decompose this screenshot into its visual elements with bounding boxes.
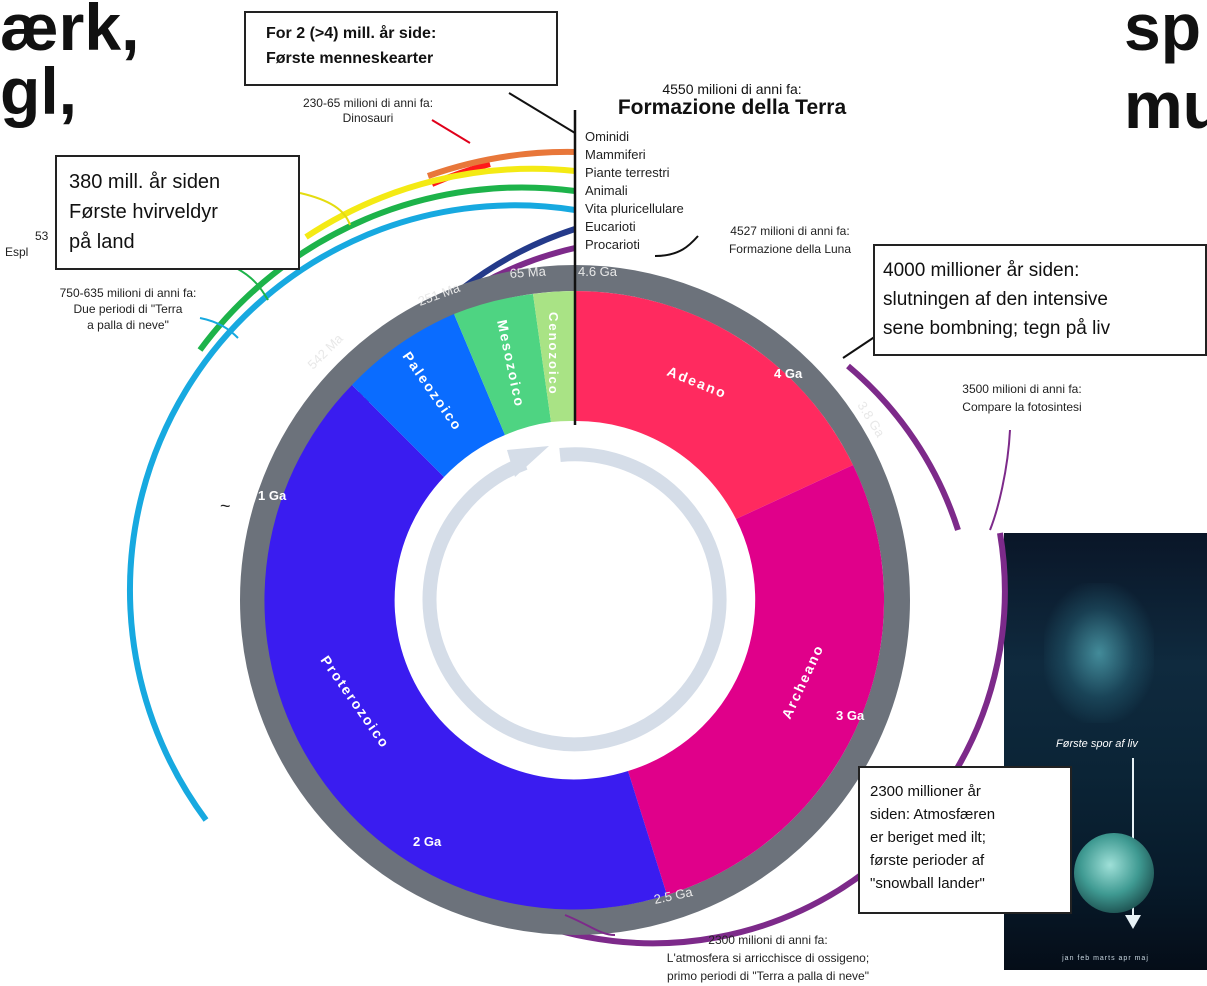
ga-2: 2 Ga — [413, 834, 442, 849]
callout-late-bombardment: 4000 millioner år siden: slutningen af d… — [873, 244, 1207, 356]
diagram-labels: 4550 milioni di anni fa: Formazione dell… — [5, 81, 1082, 983]
sector-archeano — [628, 465, 885, 895]
time-arrow-head — [507, 446, 549, 477]
callout-vertebrates-line1: 380 mill. år siden — [69, 171, 221, 193]
snowball-text-2: a palla di neve" — [87, 318, 169, 332]
cambrian-partial-1: 53 — [35, 229, 49, 243]
tick-4-6-ga: 4.6 Ga — [578, 264, 618, 279]
legend-item: Procarioti — [585, 237, 640, 252]
oxygen-text-2: primo periodi di "Terra a palla di neve" — [667, 969, 869, 983]
moon-text: Formazione della Luna — [729, 242, 851, 256]
arc-animali — [197, 184, 576, 352]
photo-label: Første spor af liv — [1056, 738, 1138, 750]
leader-snowball — [199, 317, 239, 339]
eon-cenozoico: Cenozoico — [546, 312, 561, 396]
leader-vertebrates — [299, 192, 351, 226]
callout-bombing-line2: slutningen af den intensive — [883, 289, 1108, 310]
legend-item: Piante terrestri — [585, 165, 670, 180]
arc-piante-terrestri — [304, 165, 576, 240]
legend-item: Ominidi — [585, 129, 629, 144]
leader-moon — [654, 235, 699, 257]
leader-dinosauri — [431, 119, 471, 144]
callout-vertebrates-line3: på land — [69, 231, 135, 253]
slide-title-right-line2: mu — [1124, 68, 1207, 142]
eon-sectors — [264, 291, 885, 910]
center-title: Formazione della Terra — [618, 96, 847, 119]
leader-humans — [508, 92, 576, 134]
tilde-mark: ~ — [220, 496, 231, 516]
snowball-text-1: Due periodi di "Terra — [74, 302, 183, 316]
leader-bombing — [842, 335, 877, 359]
photo-months: jan feb marts apr maj — [1062, 955, 1149, 962]
center-title-date: 4550 milioni di anni fa: — [662, 81, 801, 97]
ga-3: 3 Ga — [836, 708, 865, 723]
ga-labels: 4 Ga 3 Ga 2 Ga 1 Ga — [258, 366, 865, 849]
callout-oxygen-line5: "snowball lander" — [870, 875, 985, 892]
callout-oxygen-line2: siden: Atmosfæren — [870, 806, 996, 823]
callout-vertebrates: 380 mill. år siden Første hvirveldyr på … — [55, 155, 300, 270]
oxygen-text-1: L'atmosfera si arricchisce di ossigeno; — [667, 951, 869, 965]
photosynthesis-date: 3500 milioni di anni fa: — [962, 382, 1081, 396]
callout-first-humans: For 2 (>4) mill. år side: Første mennesk… — [244, 11, 558, 86]
arc-mammiferi — [426, 148, 576, 179]
photo-glow — [1044, 583, 1154, 723]
moon-date: 4527 milioni di anni fa: — [730, 224, 849, 238]
callout-oxygen-line4: første perioder af — [870, 852, 985, 869]
ga-4: 4 Ga — [774, 366, 803, 381]
dino-date: 230-65 milioni di anni fa: — [303, 96, 433, 110]
snowball-date: 750-635 milioni di anni fa: — [60, 286, 197, 300]
legend-item: Vita pluricellulare — [585, 201, 684, 216]
callout-vertebrates-line2: Første hvirveldyr — [69, 201, 218, 223]
legend-item: Eucarioti — [585, 219, 636, 234]
leader-oxygen — [564, 914, 616, 936]
callout-first-humans-line1: For 2 (>4) mill. år side: — [266, 25, 437, 42]
sector-mesozoico — [454, 294, 551, 435]
leader-cambrian — [235, 267, 269, 301]
slide-title-left-line2: gl, — [0, 54, 77, 128]
callout-oxygen-line3: er beriget med ilt; — [870, 829, 986, 846]
photosynthesis-text: Compare la fotosintesi — [962, 400, 1081, 414]
ga-1: 1 Ga — [258, 488, 287, 503]
tick-65-ma: 65 Ma — [509, 263, 547, 281]
time-direction-arrow — [422, 447, 727, 752]
callout-first-humans-line2: Første menneskearter — [266, 50, 434, 67]
leader-photosynthesis — [989, 429, 1011, 531]
sector-cenozoico — [533, 291, 575, 422]
arc-vita-pluricellulare — [126, 202, 576, 822]
cambrian-partial-2: Espl — [5, 245, 28, 259]
callout-bombing-line3: sene bombning; tegn på liv — [883, 318, 1111, 339]
callout-bombing-line1: 4000 millioner år siden: — [883, 260, 1080, 281]
oxygen-date: 2300 milioni di anni fa: — [708, 933, 827, 947]
sector-proterozoico — [264, 385, 667, 910]
sector-adeano — [575, 291, 853, 519]
photo-cell-image — [1074, 833, 1154, 913]
dino-text: Dinosauri — [343, 111, 394, 125]
callout-oxygen: 2300 millioner år siden: Atmosfæren er b… — [858, 766, 1072, 914]
slide-title-left-line1: ærk, — [0, 0, 140, 64]
photo-arrow-head — [1125, 915, 1141, 929]
arc-procarioti-right — [846, 363, 961, 531]
legend-item: Mammiferi — [585, 147, 646, 162]
callout-oxygen-line1: 2300 millioner år — [870, 783, 981, 800]
legend-item: Animali — [585, 183, 628, 198]
slide-title-right-line1: sp — [1124, 0, 1202, 64]
sector-paleozoico — [352, 314, 505, 477]
leader-lines — [199, 92, 1011, 936]
